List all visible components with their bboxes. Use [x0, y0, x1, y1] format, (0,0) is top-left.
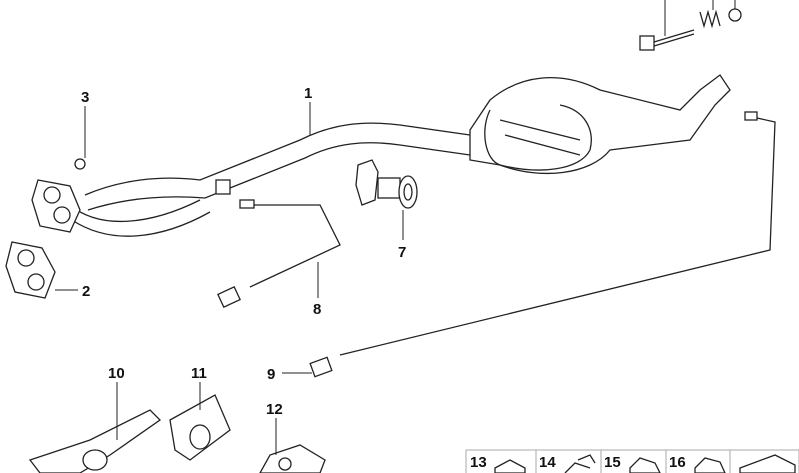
- label-14: 14: [539, 454, 556, 471]
- label-3: 3: [81, 89, 89, 106]
- gasket-part[interactable]: [31, 158, 86, 233]
- label-13: 13: [470, 454, 487, 471]
- small-parts-panel: [465, 449, 799, 473]
- bolt-spring-nut-part[interactable]: [639, 0, 742, 51]
- bracket-part-10[interactable]: [28, 409, 162, 473]
- label-11: 11: [191, 365, 207, 382]
- label-1: 1: [304, 85, 312, 102]
- label-8: 8: [313, 301, 321, 318]
- bracket-part-11[interactable]: [169, 394, 231, 461]
- exhaust-pipe-part-1[interactable]: [69, 74, 731, 237]
- label-9: 9: [267, 366, 275, 383]
- label-7: 7: [398, 244, 406, 261]
- oxygen-sensor-part-8[interactable]: [217, 199, 341, 309]
- gasket-part-2[interactable]: [5, 241, 56, 299]
- label-16: 16: [669, 454, 686, 471]
- label-12: 12: [266, 401, 283, 418]
- oxygen-sensor-part-9[interactable]: [309, 111, 776, 378]
- label-2: 2: [82, 283, 90, 300]
- label-15: 15: [604, 454, 621, 471]
- clamp-part-7[interactable]: [355, 159, 418, 209]
- bracket-part-12[interactable]: [259, 444, 326, 473]
- label-10: 10: [108, 365, 125, 382]
